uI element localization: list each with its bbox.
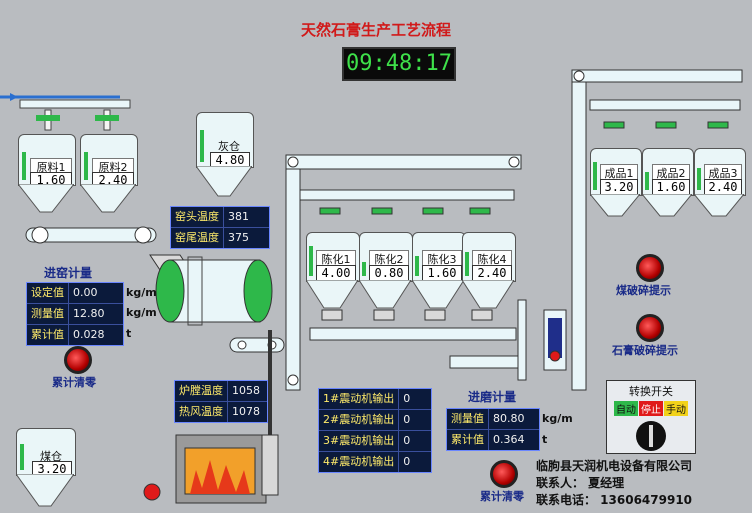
ash-silo-cone [196,166,252,197]
mill-measured-value: 80.80 [493,412,525,425]
aging-silo-2-value: 0.80 [369,265,409,281]
raw-silo-1: 原料1 1.60 [18,134,76,188]
coal-crush-alert-light[interactable] [636,254,664,282]
vibrator-3-value: 0 [403,434,411,447]
kiln-set-value[interactable]: 0.00 [73,286,98,299]
mode-switch-knob[interactable] [636,421,666,451]
raw-silo-2-cone [80,184,136,213]
aging-silo-3-value: 1.60 [422,265,462,281]
kiln-total-value: 0.028 [73,328,105,341]
company-phone: 联系电话： 13606479910 [536,493,693,507]
clock-display: 09:48:17 [342,47,456,81]
mill-reset-button[interactable] [490,460,518,488]
raw-silo-2: 原料2 2.40 [80,134,138,188]
kiln-tail-temp-value: 375 [228,231,249,244]
company-contact: 联系人： 夏经理 [536,476,625,490]
product-silo-3-name: 成品3 [704,164,742,182]
coal-silo-name: 煤仓 [40,450,62,463]
product-silo-2: 成品2 1.60 [642,148,694,196]
coal-crush-alert-label: 煤破碎提示 [616,284,671,297]
product-silo-1-value: 3.20 [600,179,638,195]
furnace-chamber-temp-value: 1058 [232,384,260,397]
product-silo-2-name: 成品2 [652,164,690,182]
mode-manual[interactable]: 手动 [664,401,688,416]
gypsum-crush-alert-label: 石膏破碎提示 [612,344,678,357]
ash-silo: 灰仓 4.80 [196,112,254,168]
ash-silo-name: 灰仓 [218,140,240,153]
gypsum-crush-alert-light[interactable] [636,314,664,342]
kiln-reset-label: 累计清零 [52,376,96,389]
hot-air-temp-value: 1078 [232,405,260,418]
page-title: 天然石膏生产工艺流程 [300,21,451,39]
product-silo-cones [590,194,745,217]
ash-silo-value: 4.80 [210,152,250,168]
vibrator-2-value: 0 [403,413,411,426]
aging-silo-1: 陈化1 4.00 [306,232,360,282]
mill-reset-label: 累计清零 [480,490,524,503]
kiln-metering-heading: 进窑计量 [44,266,93,280]
aging-silo-2: 陈化2 0.80 [359,232,413,282]
kiln-total-unit: t [126,327,132,340]
aging-silo-cones [306,280,515,309]
coal-silo-cone [16,474,74,507]
coal-silo: 煤仓 3.20 [16,428,76,477]
aging-silo-1-value: 4.00 [316,265,356,281]
mill-measured-unit: kg/m [542,412,573,425]
raw-silo-1-cone [18,184,74,213]
company-name: 临朐县天润机电设备有限公司 [536,459,693,473]
aging-silo-4: 陈化4 2.40 [462,232,516,282]
aging-silo-4-value: 2.40 [472,265,512,281]
coal-silo-value: 3.20 [32,461,72,477]
mode-switch-panel: 转换开关 自动 停止 手动 [606,380,696,454]
mill-total-unit: t [542,433,548,446]
kiln-reset-button[interactable] [64,346,92,374]
product-silo-3: 成品3 2.40 [694,148,746,196]
product-silo-3-value: 2.40 [704,179,742,195]
mode-switch-title: 转换开关 [629,385,673,398]
product-silo-2-value: 1.60 [652,179,690,195]
mill-metering-heading: 进磨计量 [468,390,517,404]
mode-stop[interactable]: 停止 [639,401,663,416]
vibrator-1-value: 0 [403,392,411,405]
kiln-measured-value: 12.80 [73,307,105,320]
kiln-set-unit: kg/m [126,286,157,299]
product-silo-1: 成品1 3.20 [590,148,642,196]
kiln-measured-unit: kg/m [126,306,157,319]
aging-silo-3: 陈化3 1.60 [412,232,466,282]
mode-auto[interactable]: 自动 [614,401,638,416]
vibrator-4-value: 0 [403,455,411,468]
company-info: 临朐县天润机电设备有限公司 联系人： 夏经理 联系电话： 13606479910 [536,458,746,509]
mill-total-value: 0.364 [493,433,525,446]
kiln-head-temp-value: 381 [228,210,249,223]
